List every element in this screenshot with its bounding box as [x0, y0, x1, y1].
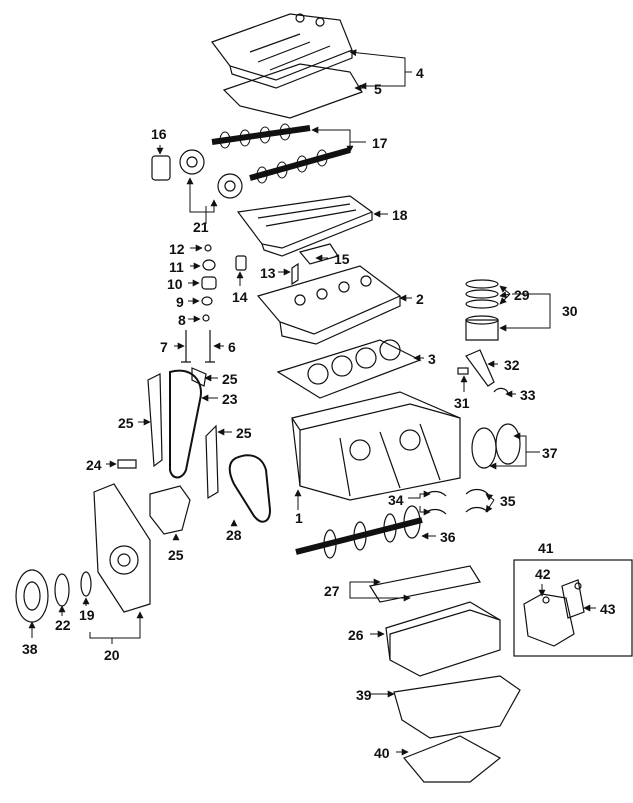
callout-8: 8: [178, 312, 186, 328]
rear-seals: [471, 423, 521, 469]
callout-30: 30: [562, 303, 578, 319]
callout-5: 5: [374, 81, 382, 97]
callout-16: 16: [151, 126, 167, 142]
callout-11: 11: [169, 259, 184, 275]
callout-22: 22: [55, 617, 71, 633]
cover-gasket: [222, 63, 363, 119]
callout-26: 26: [348, 627, 364, 643]
callout-39: 39: [356, 687, 372, 703]
callout-33: 33: [520, 387, 536, 403]
front-cover: [93, 483, 151, 613]
camshaft-carrier: [236, 195, 374, 257]
callout-42: 42: [535, 566, 551, 582]
callout-40: 40: [374, 745, 390, 761]
callout-41: 41: [538, 540, 554, 556]
cam-adjusters: [151, 149, 243, 199]
main-bearings: [423, 488, 489, 515]
callout-3: 3: [428, 351, 436, 367]
callout-28: 28: [226, 527, 242, 543]
callout-37: 37: [542, 445, 558, 461]
callout-24: 24: [86, 457, 102, 473]
callout-20: 20: [104, 647, 120, 663]
crankshaft: [295, 505, 423, 559]
timing-chain: [147, 367, 219, 500]
callout-35: 35: [500, 493, 516, 509]
valve-train-parts: [181, 243, 339, 363]
engine-block: [291, 391, 461, 501]
callout-1: 1: [295, 510, 303, 526]
callout-43: 43: [600, 601, 616, 617]
callout-18: 18: [392, 207, 408, 223]
callout-15: 15: [334, 251, 350, 267]
chain-tensioner: [149, 485, 191, 535]
callout-23: 23: [222, 391, 238, 407]
cylinder-head: [256, 265, 402, 345]
callout-21: 21: [193, 219, 209, 235]
drive-belt: [228, 454, 272, 523]
callout-4: 4: [416, 65, 424, 81]
callout-17: 17: [372, 135, 388, 151]
callout-25c: 25: [236, 425, 252, 441]
callout-38: 38: [22, 641, 38, 657]
callout-2: 2: [416, 291, 424, 307]
cylinder-head-cover: [211, 13, 353, 89]
callout-7: 7: [160, 339, 168, 355]
callout-27: 27: [324, 583, 340, 599]
callout-36: 36: [440, 529, 456, 545]
upper-oil-pan: [385, 601, 501, 677]
callout-25d: 25: [168, 547, 184, 563]
callout-25a: 25: [222, 371, 238, 387]
callout-13: 13: [260, 265, 276, 281]
oil-baffle: [403, 735, 502, 783]
callout-25b: 25: [118, 415, 134, 431]
callout-10: 10: [167, 276, 183, 292]
callout-19: 19: [79, 607, 95, 623]
callout-9: 9: [176, 294, 184, 310]
camshafts: [211, 123, 351, 184]
callout-6: 6: [228, 339, 236, 355]
head-gasket: [276, 339, 422, 399]
pan-gasket: [369, 565, 481, 603]
oil-pump-box: [513, 559, 633, 657]
callout-12: 12: [169, 241, 185, 257]
oil-pump: [523, 579, 585, 647]
callout-34: 34: [388, 492, 404, 508]
callout-29: 29: [514, 287, 530, 303]
callout-32: 32: [504, 357, 520, 373]
callout-31: 31: [454, 395, 470, 411]
piston-assembly: [457, 279, 509, 395]
sensor: [117, 459, 137, 469]
lower-oil-pan: [393, 675, 521, 739]
callout-14: 14: [232, 289, 248, 305]
